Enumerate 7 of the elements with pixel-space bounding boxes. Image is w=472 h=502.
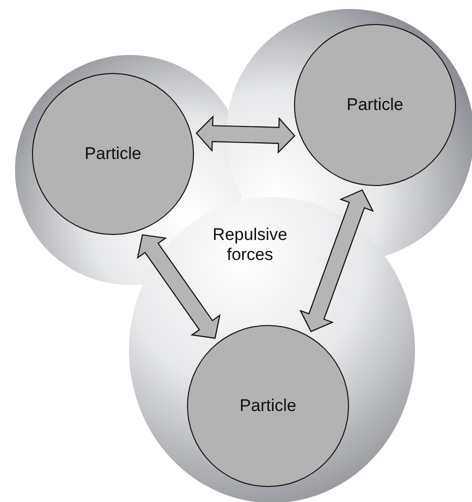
double-arrow [299,189,374,332]
particle-label: Particle [346,95,404,115]
annotation-text: Repulsive forces [212,225,288,264]
particle-label: Particle [84,144,142,164]
particle-label: Particle [240,396,296,416]
double-arrow [136,234,221,339]
double-arrow [196,115,296,154]
